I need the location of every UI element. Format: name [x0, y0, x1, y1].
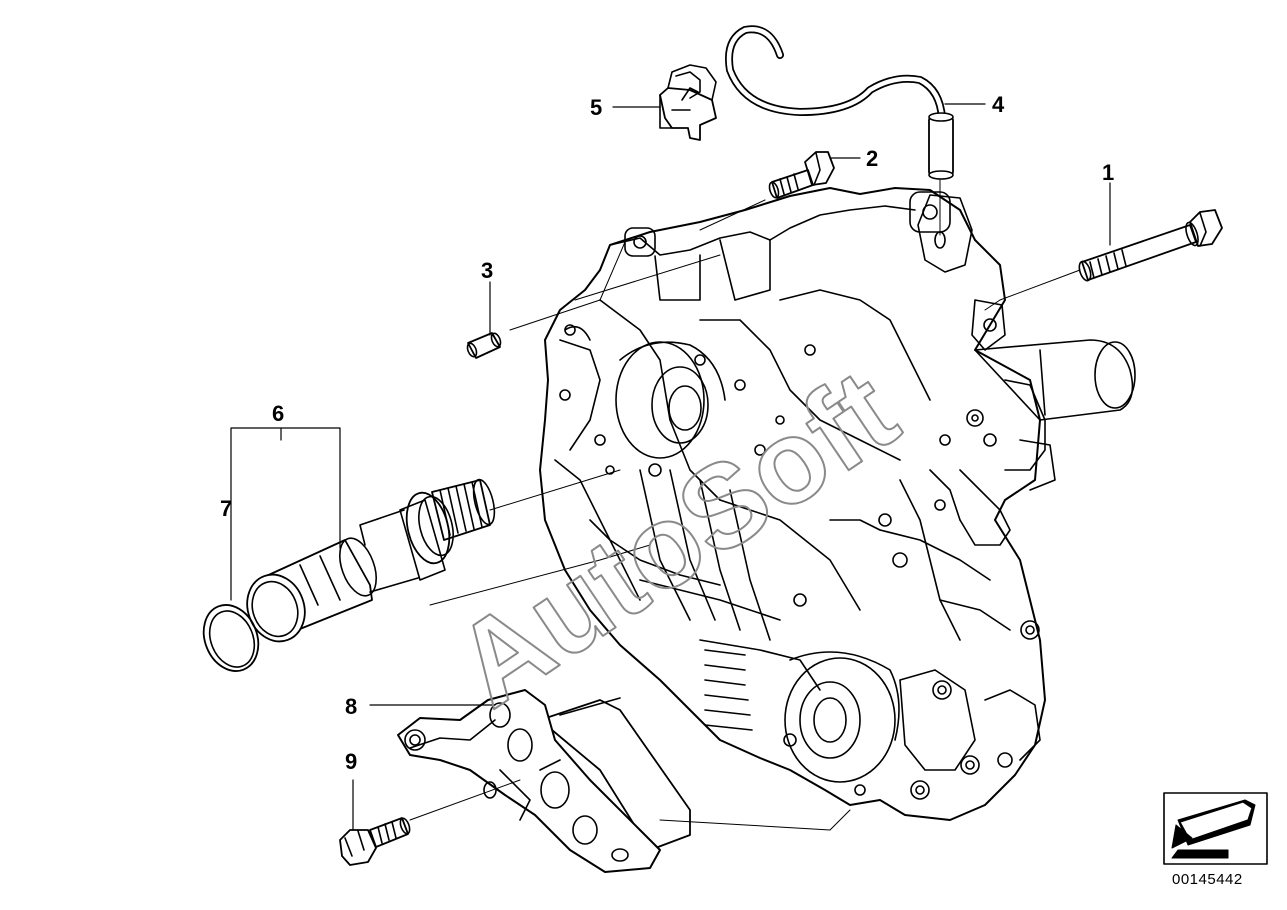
- part-5-clip: [659, 64, 717, 141]
- callout-6: 6: [272, 401, 284, 426]
- part-4-vent-hose: [725, 25, 954, 180]
- part-1-bolt: [1078, 209, 1223, 282]
- callout-5: 5: [590, 95, 602, 120]
- callout-4: 4: [992, 92, 1005, 117]
- callout-9: 9: [345, 749, 357, 774]
- part-8-bracket: [397, 689, 691, 873]
- callout-8: 8: [345, 694, 357, 719]
- callout-labels: 1 2 3 4 5 6 7 8 9: [220, 92, 1114, 774]
- callout-3: 3: [481, 258, 493, 283]
- callout-7: 7: [220, 496, 232, 521]
- callout-1: 1: [1102, 160, 1114, 185]
- transfer-case-housing: [539, 187, 1136, 821]
- part-9-bolt: [339, 817, 411, 866]
- part-2-bolt: [768, 151, 835, 199]
- diagram-id: 00145442: [1172, 871, 1243, 888]
- part-6-output-shaft: [246, 478, 496, 643]
- watermark-text: AutoSoft: [432, 345, 919, 733]
- assembly-lines: [409, 179, 1081, 831]
- direction-arrow-icon: [1163, 792, 1268, 865]
- part-3-dowel-pin: [466, 332, 502, 359]
- part-7-sealing-ring: [202, 604, 260, 672]
- callout-2: 2: [866, 146, 878, 171]
- leader-lines: [230, 103, 1111, 831]
